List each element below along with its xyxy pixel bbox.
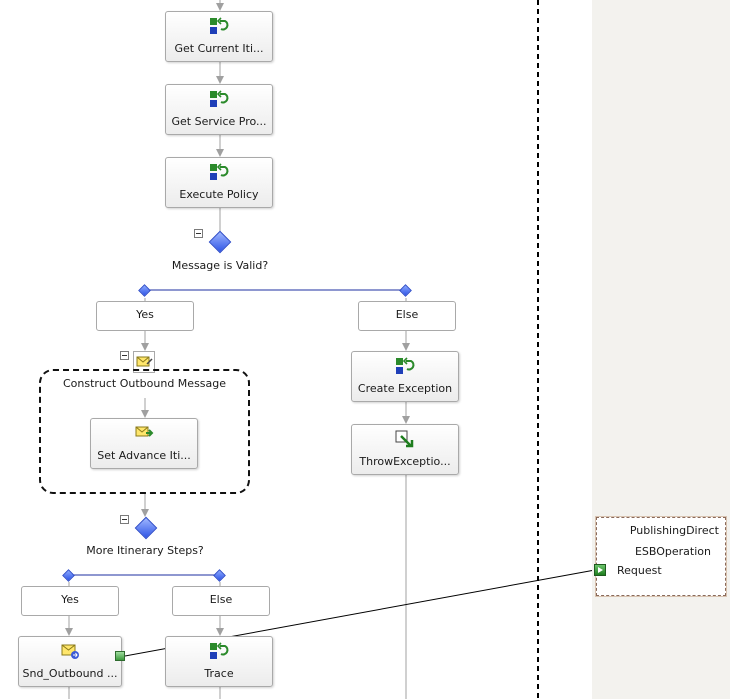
port-operation: ESBOperation: [634, 545, 711, 558]
send-shape-icon: [61, 644, 79, 659]
shape-label: ThrowExceptio...: [359, 455, 451, 468]
decision-2-label: More Itinerary Steps?: [86, 544, 204, 557]
expression-shape-icon: [210, 642, 229, 659]
get-current-itinerary-shape[interactable]: Get Current Iti...: [165, 11, 273, 62]
set-advance-itinerary-shape[interactable]: Set Advance Iti...: [90, 418, 198, 469]
shape-label: Snd_Outbound ...: [22, 667, 118, 680]
shape-label: Get Current Iti...: [174, 42, 264, 55]
shape-label: Get Service Pro...: [171, 115, 267, 128]
shape-label: Create Exception: [357, 382, 453, 395]
branch-label: Else: [395, 308, 419, 321]
branch-yes-1[interactable]: Yes: [96, 301, 194, 331]
expression-shape-icon: [210, 17, 229, 34]
branch-else-1[interactable]: Else: [358, 301, 456, 331]
port-request[interactable]: Request: [617, 564, 662, 577]
throw-exception-shape[interactable]: ThrowExceptio...: [351, 424, 459, 475]
throw-exception-icon: [395, 430, 414, 448]
construct-outbound-scope[interactable]: [39, 369, 250, 494]
get-service-properties-shape[interactable]: Get Service Pro...: [165, 84, 273, 135]
shape-label: Execute Policy: [179, 188, 259, 201]
expression-shape-icon: [210, 90, 229, 107]
snd-outbound-shape[interactable]: Snd_Outbound ...: [18, 636, 122, 687]
trace-shape[interactable]: Trace: [165, 636, 273, 687]
expression-shape-icon: [396, 357, 415, 374]
collapse-construct-icon[interactable]: [120, 351, 129, 360]
branch-label: Else: [209, 593, 233, 606]
create-exception-shape[interactable]: Create Exception: [351, 351, 459, 402]
shape-label: Set Advance Iti...: [97, 449, 191, 462]
port-request-arrow-icon[interactable]: [594, 564, 606, 576]
collapse-decision-2-icon[interactable]: [120, 515, 129, 524]
message-assignment-icon: [135, 426, 154, 437]
publishing-port[interactable]: PublishingDirect ESBOperation Request: [595, 516, 727, 597]
branch-label: Yes: [136, 308, 154, 321]
collapse-decision-1-icon[interactable]: [194, 229, 203, 238]
construct-message-icon[interactable]: [133, 351, 155, 373]
scope-label: Construct Outbound Message: [62, 377, 227, 390]
shape-label: Trace: [204, 667, 234, 680]
send-port-connector-icon[interactable]: [115, 651, 125, 661]
branch-yes-2[interactable]: Yes: [21, 586, 119, 616]
expression-shape-icon: [210, 163, 229, 180]
execute-policy-shape[interactable]: Execute Policy: [165, 157, 273, 208]
decision-1-label: Message is Valid?: [171, 259, 269, 272]
port-name: PublishingDirect: [629, 524, 719, 537]
branch-else-2[interactable]: Else: [172, 586, 270, 616]
branch-label: Yes: [61, 593, 79, 606]
